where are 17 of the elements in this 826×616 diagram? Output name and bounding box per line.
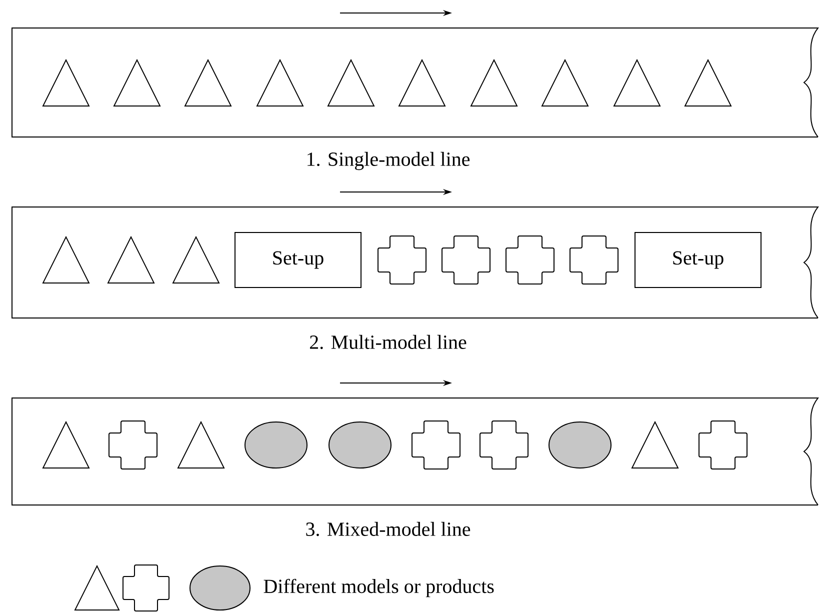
line-caption: 2. Multi-model line: [310, 334, 466, 350]
oval-symbol: [244, 422, 308, 468]
oval-symbol: [328, 422, 392, 468]
line-caption: 1. Single-model line: [308, 152, 470, 170]
setup-box: Set-up: [634, 232, 762, 288]
cross-symbol: [698, 420, 748, 470]
cross-symbol: [378, 236, 426, 284]
cross-symbol: [506, 236, 554, 284]
cross-symbol: [480, 420, 528, 470]
cross-symbol: [108, 420, 158, 470]
oval-symbol: [548, 422, 612, 468]
cross-symbol: [570, 236, 618, 284]
legend-text: Different models or products: [264, 578, 494, 598]
line-caption: 3. Mixed-model line: [306, 522, 470, 536]
cross-symbol: [442, 236, 490, 284]
cross-symbol: [412, 420, 460, 470]
setup-box: Set-up: [234, 232, 362, 288]
